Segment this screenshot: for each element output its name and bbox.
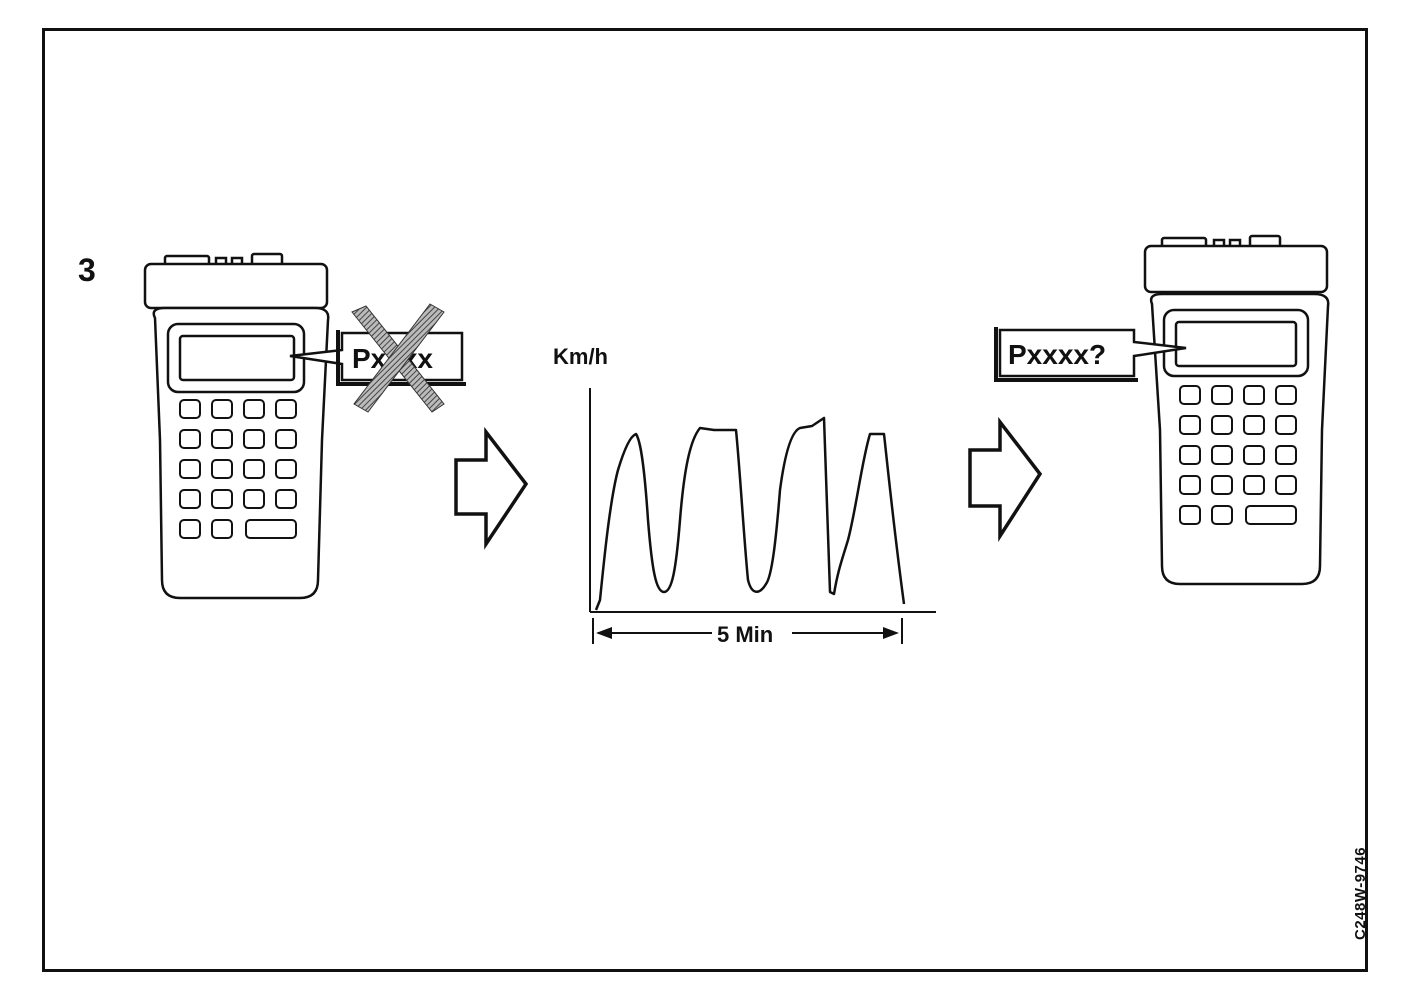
key <box>1179 445 1201 465</box>
key <box>179 429 201 449</box>
speed-graph <box>589 388 936 644</box>
key <box>1179 475 1201 495</box>
scanner-head <box>1143 244 1329 294</box>
callout-bubble-right <box>998 328 1187 378</box>
key <box>275 399 297 419</box>
key <box>1211 445 1233 465</box>
duration-arrowhead-left-icon <box>596 627 612 639</box>
key <box>1179 505 1201 525</box>
key <box>211 489 233 509</box>
scanner-keypad <box>1179 385 1297 525</box>
key <box>211 459 233 479</box>
key <box>243 459 265 479</box>
key <box>179 489 201 509</box>
key <box>1211 415 1233 435</box>
key <box>211 399 233 419</box>
key-wide <box>245 519 297 539</box>
key <box>179 399 201 419</box>
key <box>179 459 201 479</box>
key <box>1179 385 1201 405</box>
key <box>211 519 233 539</box>
duration-arrowhead-right-icon <box>883 627 899 639</box>
callout-shadow-right <box>994 327 1138 382</box>
key <box>1211 475 1233 495</box>
key <box>1211 385 1233 405</box>
key <box>1275 385 1297 405</box>
scanner-keypad <box>179 399 297 539</box>
key <box>1243 385 1265 405</box>
key <box>1275 475 1297 495</box>
x-cross-icon <box>351 303 445 413</box>
key <box>1243 415 1265 435</box>
key <box>243 399 265 419</box>
key <box>211 429 233 449</box>
key <box>275 429 297 449</box>
key <box>1243 445 1265 465</box>
scanner-left <box>143 252 466 600</box>
key-wide <box>1245 505 1297 525</box>
key <box>179 519 201 539</box>
figure-frame <box>42 28 1368 972</box>
key <box>1211 505 1233 525</box>
graph-duration-label: 5 Min <box>717 622 773 647</box>
graph-y-axis-label: Km/h <box>553 344 608 369</box>
key <box>243 489 265 509</box>
key <box>275 489 297 509</box>
scanner-head <box>143 262 329 310</box>
key <box>275 459 297 479</box>
right-arrow-icon <box>454 426 529 550</box>
callout-text-right: Pxxxx? <box>1008 339 1106 370</box>
step-number: 3 <box>78 252 96 288</box>
key <box>243 429 265 449</box>
key <box>1275 445 1297 465</box>
speed-trace-line <box>594 416 906 611</box>
scanner-screen <box>178 334 296 382</box>
scanner-right <box>994 234 1330 586</box>
reference-code: C248W-9746 <box>1352 846 1369 940</box>
key <box>1179 415 1201 435</box>
scanner-screen <box>1174 320 1298 368</box>
key <box>1275 415 1297 435</box>
right-arrow-icon <box>968 416 1043 542</box>
key <box>1243 475 1265 495</box>
